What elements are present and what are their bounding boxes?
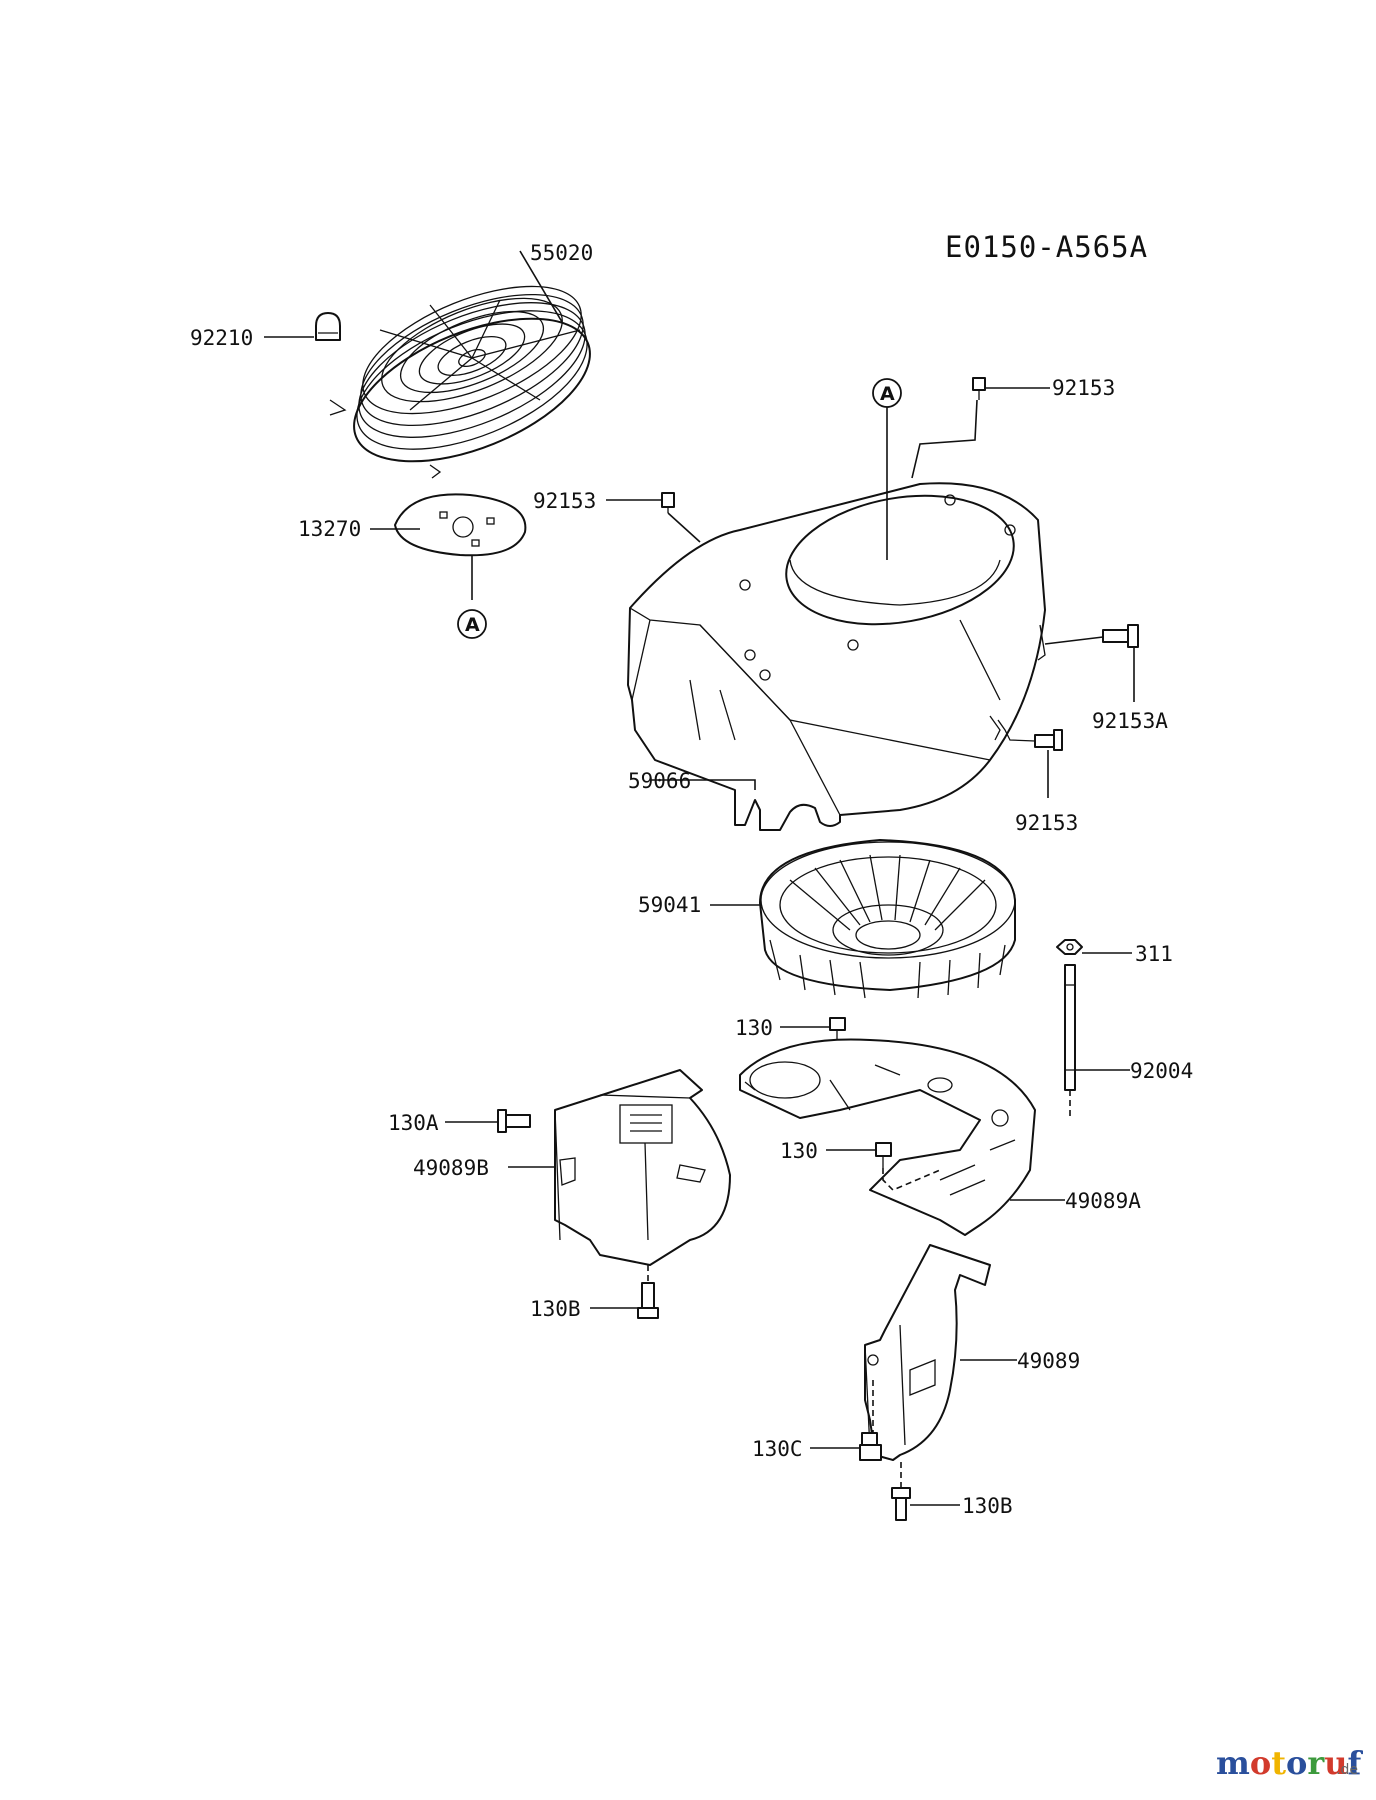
bolt-92153-left	[661, 492, 675, 513]
callout-a-bottom: A	[457, 609, 487, 639]
leader-55020	[519, 250, 563, 323]
label-13270: 13270	[298, 517, 361, 541]
baffle-49089a	[739, 1038, 1036, 1236]
bolt-92153-top	[972, 377, 986, 400]
leader-92153-top-line	[911, 399, 978, 479]
cooling-fan	[759, 839, 1016, 999]
watermark-brand: motoruf	[1216, 1744, 1363, 1782]
label-49089b: 49089B	[413, 1156, 489, 1180]
watermark-suffix: .de	[1336, 1762, 1358, 1778]
leader-92153-left-line	[667, 512, 701, 543]
bolt-130c	[859, 1380, 882, 1461]
label-92153-left: 92153	[533, 489, 596, 513]
bolt-92153-right	[997, 719, 1063, 751]
label-92210: 92210	[190, 326, 253, 350]
stud-92004	[1064, 964, 1076, 1120]
leader-59066	[650, 779, 756, 790]
bolt-130b-left	[637, 1265, 659, 1319]
label-130b-right: 130B	[962, 1494, 1013, 1518]
fan-guard-screen	[329, 285, 591, 479]
bolt-92153a	[1102, 624, 1139, 648]
diagram-code: E0150-A565A	[945, 230, 1148, 264]
label-130b-left: 130B	[530, 1297, 581, 1321]
bolt-130b-right	[891, 1462, 911, 1521]
bolt-130-lower	[875, 1142, 941, 1191]
label-49089a: 49089A	[1065, 1189, 1141, 1213]
baffle-49089	[864, 1244, 991, 1461]
label-130c: 130C	[752, 1437, 803, 1461]
leader-92153a-bolt	[1044, 636, 1104, 645]
fan-plate	[394, 493, 527, 600]
svg-text:A: A	[880, 383, 895, 405]
label-311: 311	[1135, 942, 1173, 966]
svg-text:A: A	[465, 614, 480, 636]
label-59041: 59041	[638, 893, 701, 917]
label-55020: 55020	[530, 241, 593, 265]
label-92004: 92004	[1130, 1059, 1193, 1083]
label-92153a: 92153A	[1092, 709, 1168, 733]
cap-nut	[315, 312, 341, 341]
label-49089: 49089	[1017, 1349, 1080, 1373]
label-92153-top: 92153	[1052, 376, 1115, 400]
blower-housing	[627, 482, 1046, 831]
label-130-lower: 130	[780, 1139, 818, 1163]
nut-311	[1056, 939, 1083, 955]
label-130-upper: 130	[735, 1016, 773, 1040]
label-92153-right: 92153	[1015, 811, 1078, 835]
label-130a: 130A	[388, 1111, 439, 1135]
bolt-130a	[497, 1109, 531, 1133]
label-59066: 59066	[628, 769, 691, 793]
baffle-49089b	[554, 1069, 731, 1266]
callout-a-top: A	[872, 378, 902, 560]
